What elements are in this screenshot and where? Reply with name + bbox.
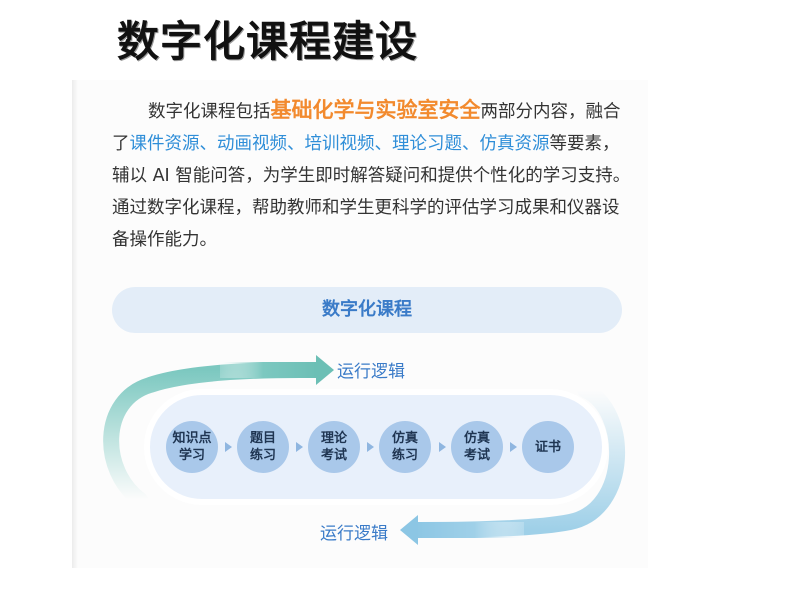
loop-top-bar — [220, 362, 316, 378]
connector-arrow-3 — [367, 442, 374, 452]
logic-label-top: 运行逻辑 — [337, 362, 405, 382]
course-banner: 数字化课程 — [112, 287, 622, 333]
connector-arrow-4 — [439, 442, 446, 452]
connector-arrow-2 — [296, 442, 303, 452]
page-title: 数字化课程建设 — [117, 17, 419, 66]
step-theory-exam: 理论考试 — [308, 421, 360, 473]
logic-label-bottom: 运行逻辑 — [320, 524, 388, 544]
intro-line2-start: 融合了 — [112, 102, 621, 154]
loop-top-arrowhead — [316, 355, 334, 385]
step-line1: 理论 — [320, 431, 347, 446]
intro-paragraph: 数字化课程包括基础化学与实验室安全两部分内容，融合了课件资源、动画视频、培训视频… — [112, 94, 632, 256]
step-line1: 证书 — [534, 439, 561, 455]
intro-line2-end: 等要素，辅以 AI 智能问答，为学生即时解答疑问和提供个性化的学习支持。通过数字… — [112, 134, 631, 250]
step-line1: 仿真 — [391, 431, 418, 446]
highlight-subject: 基础化学与实验室安全 — [270, 98, 481, 122]
step-line1: 知识点 — [172, 431, 212, 446]
intro-after-highlight: 两部分内容， — [480, 102, 586, 122]
intro-lead: 数字化课程包括 — [148, 102, 271, 122]
step-line2: 练习 — [249, 448, 276, 463]
step-line2: 考试 — [320, 448, 347, 463]
connector-arrow-5 — [510, 442, 517, 452]
connector-arrow-1 — [225, 442, 232, 452]
card-shadow-edge — [72, 80, 78, 568]
step-line1: 题目 — [249, 431, 276, 446]
step-knowledge-study: 知识点学习 — [166, 421, 218, 473]
loop-bottom-bar — [414, 522, 524, 538]
step-certificate: 证书 — [522, 421, 574, 473]
step-line1: 仿真 — [463, 431, 490, 446]
step-connectors — [225, 442, 517, 452]
step-question-practice: 题目练习 — [237, 421, 289, 473]
loop-bottom-arrowhead — [400, 515, 418, 545]
step-line2: 学习 — [178, 448, 205, 463]
step-line2: 考试 — [463, 448, 490, 463]
steps-capsule — [144, 389, 608, 505]
step-simulation-exam: 仿真考试 — [451, 421, 503, 473]
step-line2: 练习 — [391, 448, 418, 463]
resource-list: 课件资源、动画视频、培训视频、理论习题、仿真资源 — [129, 134, 550, 154]
step-simulation-practice: 仿真练习 — [379, 421, 431, 473]
